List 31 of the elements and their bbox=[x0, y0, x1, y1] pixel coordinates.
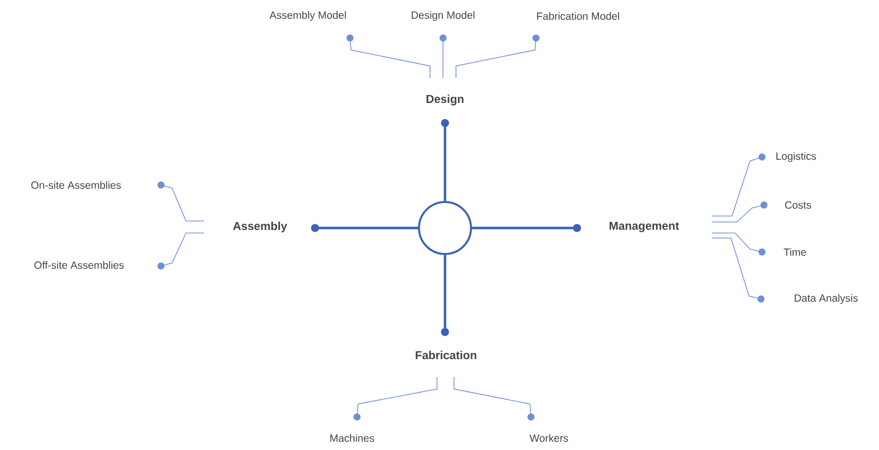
item-label: Fabrication Model bbox=[537, 12, 619, 20]
connector bbox=[354, 376, 438, 420]
topic-label: Assembly bbox=[233, 222, 288, 232]
connector bbox=[712, 232, 766, 256]
item-label: Machines bbox=[330, 434, 374, 442]
connector bbox=[158, 182, 204, 222]
item-label: On-site Assemblies bbox=[31, 181, 121, 189]
connector bbox=[712, 154, 766, 216]
connector bbox=[471, 224, 581, 232]
item-label: Assembly Model bbox=[270, 11, 346, 21]
connector bbox=[158, 232, 204, 270]
item-label: Time bbox=[784, 248, 806, 256]
item-label: Off-site Assemblies bbox=[34, 261, 124, 269]
connector bbox=[712, 202, 768, 222]
connector bbox=[311, 224, 419, 232]
connector bbox=[454, 376, 534, 420]
topic-label: Design bbox=[426, 94, 464, 106]
hub-circle bbox=[418, 201, 472, 255]
connector bbox=[456, 34, 540, 78]
item-label: Data Analysis bbox=[794, 294, 858, 304]
topic-label: Fabrication bbox=[416, 350, 476, 360]
item-label: Costs bbox=[785, 201, 812, 209]
connector bbox=[441, 119, 449, 202]
connector bbox=[440, 34, 446, 78]
connector bbox=[712, 238, 764, 302]
item-label: Workers bbox=[530, 434, 568, 442]
topic-label: Management bbox=[610, 222, 679, 232]
connector bbox=[441, 254, 449, 336]
connector bbox=[346, 34, 430, 78]
item-label: Logistics bbox=[776, 152, 816, 162]
item-label: Design Model bbox=[412, 11, 474, 21]
